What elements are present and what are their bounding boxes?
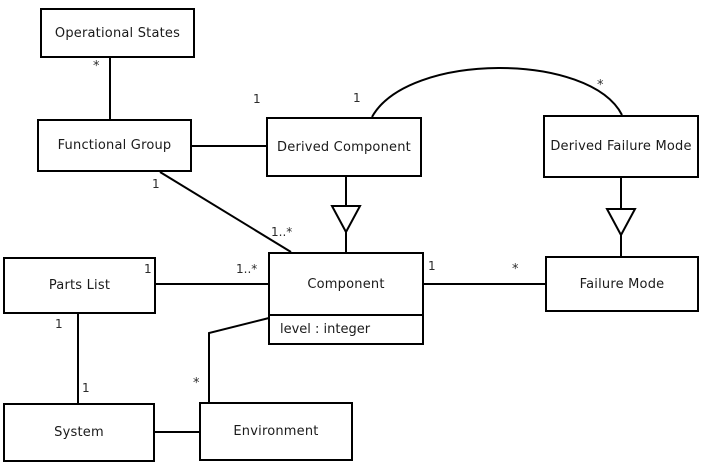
- multiplicity-failure-mode-from-component: *: [512, 262, 519, 277]
- multiplicity-component-from-parts-list: 1..*: [236, 262, 258, 276]
- multiplicity-parts-list-system: 1: [55, 317, 63, 331]
- multiplicity-environment-component: *: [193, 376, 200, 391]
- class-system[interactable]: System: [3, 403, 155, 462]
- class-derived-failure-mode[interactable]: Derived Failure Mode: [543, 115, 699, 178]
- class-name-parts-list: Parts List: [48, 278, 111, 293]
- edge-derived-component-derived-failure-mode: [371, 67, 623, 118]
- class-name-derived-failure-mode: Derived Failure Mode: [550, 139, 692, 154]
- class-name-environment: Environment: [233, 424, 319, 439]
- multiplicity-functional-group-component: 1: [152, 177, 160, 191]
- class-name-system: System: [54, 425, 104, 440]
- class-name-derived-component: Derived Component: [277, 139, 411, 155]
- class-operational-states[interactable]: Operational States: [40, 8, 195, 58]
- class-derived-component[interactable]: Derived Component: [266, 117, 422, 177]
- class-name-functional-group: Functional Group: [57, 138, 172, 153]
- class-name-component: Component: [307, 276, 385, 292]
- multiplicity-operational-states-functional-group: *: [93, 59, 100, 74]
- edge-environment-component: [208, 317, 270, 402]
- class-parts-list[interactable]: Parts List: [3, 257, 156, 314]
- generalization-arrow-derived-component: [330, 205, 362, 235]
- class-environment[interactable]: Environment: [199, 402, 353, 461]
- class-component[interactable]: Component level : integer: [268, 252, 424, 345]
- class-name-failure-mode: Failure Mode: [579, 276, 665, 292]
- generalization-arrow-derived-failure-mode: [605, 208, 637, 238]
- class-name-operational-states: Operational States: [54, 25, 181, 41]
- class-functional-group[interactable]: Functional Group: [37, 119, 192, 172]
- multiplicity-system-from-parts-list: 1: [82, 381, 90, 395]
- edge-functional-group-component: [159, 171, 292, 253]
- class-failure-mode[interactable]: Failure Mode: [545, 256, 699, 312]
- multiplicity-functional-group-derived-component: 1: [253, 92, 261, 106]
- class-attributes-component: level : integer: [270, 314, 422, 343]
- attribute-component-level: level : integer: [280, 322, 371, 337]
- multiplicity-component-failure-mode: 1: [428, 259, 436, 273]
- multiplicity-derived-failure-mode-arc: *: [597, 78, 604, 93]
- multiplicity-derived-component-arc: 1: [353, 91, 361, 105]
- multiplicity-parts-list-component: 1: [144, 262, 152, 276]
- multiplicity-component-from-functional-group: 1..*: [271, 225, 293, 239]
